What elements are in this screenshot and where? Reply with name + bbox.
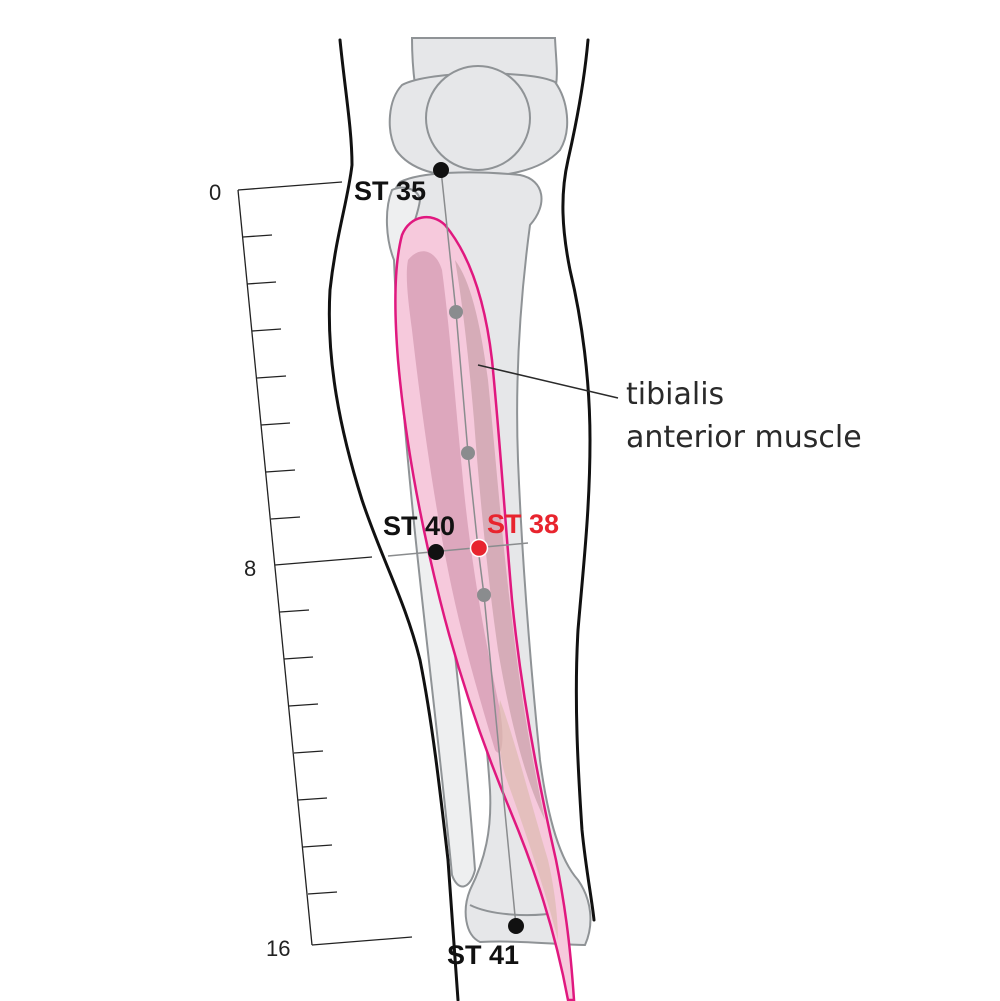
scale-tick <box>297 797 328 801</box>
leg-outline-left <box>327 38 460 1001</box>
acupoint-st38-label: ST 38 <box>487 509 559 539</box>
acupoint-st41-dot <box>508 918 524 934</box>
guide-dot <box>477 588 491 602</box>
scale-label-16: 16 <box>266 936 290 961</box>
scale-ticks <box>242 234 338 895</box>
scale-tick <box>270 516 301 520</box>
guide-dot <box>449 305 463 319</box>
scale-mid-line <box>274 556 373 566</box>
leg-outline <box>327 38 596 1001</box>
scale-top-line <box>237 181 343 191</box>
scale-tick <box>242 234 273 238</box>
guide-dot <box>461 446 475 460</box>
leg-outline-right <box>561 38 596 922</box>
patella <box>425 65 531 171</box>
scale-tick <box>265 469 296 473</box>
scale-tick <box>246 281 277 285</box>
scale-tick <box>293 750 324 754</box>
scale-label-8: 8 <box>244 556 256 581</box>
annotation-line-1: tibialis <box>626 377 724 412</box>
scale-tick <box>283 656 314 660</box>
acupoint-st38-dot <box>469 538 489 558</box>
scale-tick <box>279 609 310 613</box>
acupoint-st35-label: ST 35 <box>354 176 426 206</box>
tibialis-anterior-lower-shade <box>498 700 558 940</box>
scale-tick <box>256 375 287 379</box>
annotation-line-2: anterior muscle <box>626 420 862 455</box>
acupoint-st40-label: ST 40 <box>383 511 455 541</box>
measurement-scale <box>237 181 413 946</box>
annotation-leader-line <box>477 364 619 399</box>
scale-tick <box>251 328 282 332</box>
scale-tick <box>260 422 291 426</box>
scale-baseline <box>237 189 313 946</box>
tibialis-anterior-tendon-shade <box>455 260 545 820</box>
scale-label-0: 0 <box>209 180 221 205</box>
tibialis-anterior-belly-shade <box>406 251 503 753</box>
scale-tick <box>288 703 319 707</box>
scale-bottom-line <box>311 936 413 946</box>
scale-tick <box>307 891 338 895</box>
st38-level-guide <box>387 542 529 557</box>
acupoint-st35-dot <box>433 162 449 178</box>
meridian-line <box>440 169 517 927</box>
acupoint-st41-label: ST 41 <box>447 940 519 970</box>
scale-tick <box>302 844 333 848</box>
acupoint-st40-dot <box>428 544 444 560</box>
